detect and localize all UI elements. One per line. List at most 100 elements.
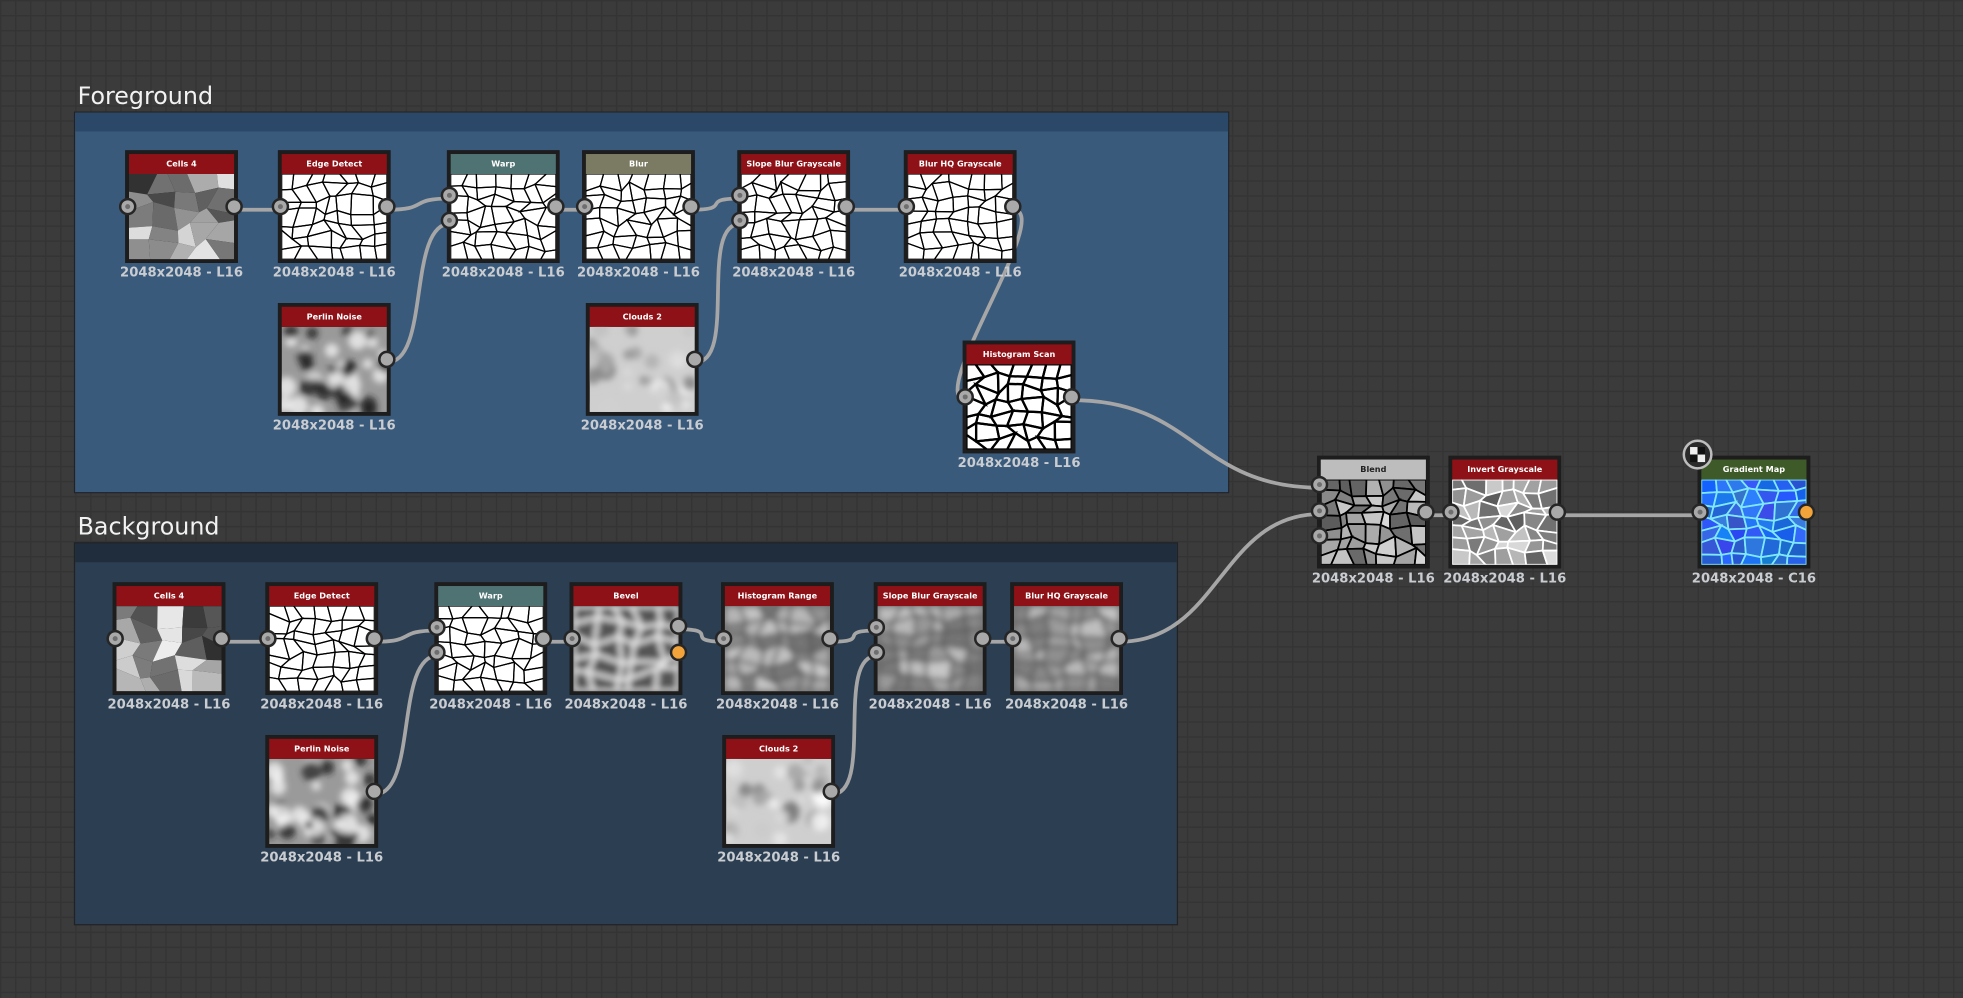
- group-header-bar[interactable]: [75, 112, 1229, 132]
- group-header-bar[interactable]: [75, 543, 1177, 563]
- node-title[interactable]: Blur HQ Grayscale: [907, 154, 1013, 175]
- node-blur-hq-grayscale[interactable]: Blur HQ Grayscale: [1010, 582, 1123, 695]
- output-port[interactable]: [1548, 502, 1567, 521]
- output-port[interactable]: [682, 197, 700, 215]
- output-port[interactable]: [1110, 629, 1128, 647]
- output-port[interactable]: [1417, 502, 1435, 521]
- input-port[interactable]: [1310, 526, 1329, 545]
- group-title-background[interactable]: Background: [77, 513, 220, 541]
- output-port[interactable]: [1004, 197, 1022, 215]
- output-port[interactable]: [837, 197, 856, 215]
- node-blur-hq-grayscale[interactable]: Blur HQ Grayscale: [903, 150, 1017, 263]
- output-port-active[interactable]: [669, 643, 688, 661]
- input-port[interactable]: [897, 197, 916, 215]
- input-port[interactable]: [1004, 629, 1022, 647]
- input-port[interactable]: [563, 629, 581, 647]
- input-port[interactable]: [440, 210, 459, 229]
- input-port[interactable]: [259, 629, 277, 647]
- node-histogram-range[interactable]: Histogram Range: [721, 582, 834, 695]
- output-port[interactable]: [534, 629, 553, 647]
- output-port[interactable]: [378, 349, 396, 368]
- node-cells-4[interactable]: Cells 4: [112, 582, 226, 695]
- node-title[interactable]: Blur HQ Grayscale: [1014, 586, 1120, 607]
- output-port[interactable]: [973, 629, 992, 647]
- output-port[interactable]: [547, 197, 565, 215]
- node-title[interactable]: Blur: [585, 154, 692, 175]
- node-edge-detect[interactable]: Edge Detect: [265, 582, 379, 695]
- output-port[interactable]: [225, 197, 243, 215]
- node-perlin-noise[interactable]: Perlin Noise: [277, 303, 391, 416]
- node-title[interactable]: Clouds 2: [726, 738, 832, 759]
- output-port[interactable]: [822, 781, 841, 800]
- input-port[interactable]: [731, 185, 749, 204]
- node-clouds-2[interactable]: Clouds 2: [722, 735, 836, 848]
- input-port[interactable]: [867, 643, 886, 661]
- node-gradient-map[interactable]: Gradient Map: [1697, 455, 1811, 569]
- node-resolution-label: 2048x2048 - L16: [715, 697, 839, 713]
- node-preview-thumbnail: [877, 606, 983, 692]
- input-port[interactable]: [440, 185, 459, 204]
- node-title[interactable]: Cells 4: [128, 154, 235, 175]
- input-port[interactable]: [956, 387, 974, 406]
- input-port[interactable]: [714, 629, 733, 647]
- node-title[interactable]: Perlin Noise: [281, 306, 387, 327]
- output-port[interactable]: [686, 349, 704, 368]
- node-blend[interactable]: Blend: [1316, 455, 1430, 569]
- group-title-foreground[interactable]: Foreground: [77, 82, 214, 111]
- input-port[interactable]: [731, 210, 749, 229]
- node-cells-4[interactable]: Cells 4: [125, 150, 238, 263]
- node-blur[interactable]: Blur: [582, 150, 695, 263]
- node-perlin-noise[interactable]: Perlin Noise: [265, 735, 379, 848]
- node-title[interactable]: Slope Blur Grayscale: [741, 154, 847, 175]
- node-histogram-scan[interactable]: Histogram Scan: [962, 340, 1076, 454]
- output-port[interactable]: [212, 629, 231, 647]
- node-title[interactable]: Histogram Scan: [966, 344, 1072, 365]
- input-port[interactable]: [1691, 502, 1709, 521]
- node-preview-thumbnail: [438, 606, 544, 692]
- input-port[interactable]: [867, 617, 886, 636]
- node-title[interactable]: Edge Detect: [281, 154, 387, 175]
- node-title[interactable]: Warp: [438, 586, 544, 607]
- node-title[interactable]: Clouds 2: [589, 306, 695, 327]
- node-bevel[interactable]: Bevel: [569, 582, 683, 695]
- output-port[interactable]: [378, 197, 396, 215]
- node-title[interactable]: Invert Grayscale: [1452, 459, 1558, 480]
- node-clouds-2[interactable]: Clouds 2: [585, 303, 699, 416]
- node-invert-grayscale[interactable]: Invert Grayscale: [1448, 455, 1562, 569]
- output-port-active[interactable]: [1797, 502, 1816, 521]
- node-resolution-label: 2048x2048 - L16: [1443, 571, 1567, 587]
- node-title[interactable]: Slope Blur Grayscale: [877, 586, 983, 607]
- node-title[interactable]: Gradient Map: [1701, 459, 1807, 480]
- input-port[interactable]: [271, 197, 290, 215]
- node-slope-blur-grayscale[interactable]: Slope Blur Grayscale: [737, 150, 851, 263]
- input-port[interactable]: [106, 629, 124, 647]
- node-title[interactable]: Edge Detect: [269, 586, 375, 607]
- node-resolution-label: 2048x2048 - L16: [898, 265, 1022, 281]
- input-port[interactable]: [1310, 501, 1329, 520]
- output-port[interactable]: [1062, 387, 1081, 406]
- node-title[interactable]: Perlin Noise: [269, 738, 375, 759]
- input-port[interactable]: [428, 617, 446, 636]
- input-port[interactable]: [1310, 475, 1329, 493]
- output-port[interactable]: [669, 616, 688, 635]
- node-warp[interactable]: Warp: [446, 150, 560, 263]
- node-title[interactable]: Blend: [1320, 459, 1426, 480]
- input-port[interactable]: [428, 643, 446, 661]
- node-slope-blur-grayscale[interactable]: Slope Blur Grayscale: [873, 582, 987, 695]
- node-title[interactable]: Bevel: [573, 586, 679, 607]
- node-title[interactable]: Warp: [450, 154, 556, 175]
- output-port[interactable]: [365, 629, 384, 647]
- node-resolution-label: 2048x2048 - L16: [732, 265, 856, 281]
- checker-output-icon[interactable]: [1682, 439, 1713, 470]
- node-preview-thumbnail: [966, 364, 1072, 450]
- output-port[interactable]: [821, 629, 839, 647]
- input-port[interactable]: [118, 197, 137, 215]
- node-title[interactable]: Histogram Range: [724, 586, 831, 607]
- node-edge-detect[interactable]: Edge Detect: [277, 150, 391, 263]
- output-port[interactable]: [365, 781, 384, 800]
- node-title[interactable]: Cells 4: [116, 586, 222, 607]
- input-port[interactable]: [1442, 502, 1460, 521]
- node-warp[interactable]: Warp: [434, 582, 548, 695]
- input-port[interactable]: [575, 197, 594, 215]
